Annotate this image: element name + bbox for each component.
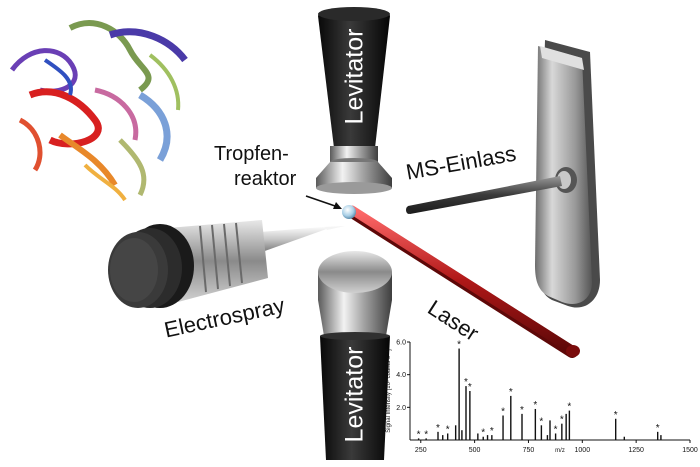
peak-star-marker: * — [533, 400, 537, 411]
x-tick-label: 500 — [469, 447, 481, 454]
peak-star-marker: * — [560, 415, 564, 426]
protein-structure-image — [12, 23, 185, 200]
peak-star-marker: * — [520, 405, 524, 416]
ms-inlet-plate — [535, 40, 600, 308]
peak-star-marker: * — [468, 382, 472, 393]
peak-star-marker: * — [656, 423, 660, 434]
y-tick-label: 2.0 — [396, 405, 406, 412]
x-axis-label: m/z — [555, 448, 565, 454]
peak-star-marker: * — [501, 407, 505, 418]
levitator-bottom-label: Levitator — [341, 340, 370, 450]
peak-star-marker: * — [417, 429, 421, 440]
peak-star-marker: * — [446, 424, 450, 435]
peak-star-marker: * — [436, 423, 440, 434]
peak-star-marker: * — [554, 424, 558, 435]
tropfenreaktor-label: Tropfen- reaktor — [214, 142, 296, 192]
tropfenreaktor-line1: Tropfen- — [214, 142, 296, 167]
x-tick-label: 1000 — [575, 447, 591, 454]
levitator-top-label: Levitator — [341, 22, 370, 132]
droplet — [342, 205, 356, 219]
x-tick-label: 1250 — [628, 447, 644, 454]
peak-star-marker: * — [424, 429, 428, 440]
x-tick-label: 750 — [523, 447, 535, 454]
tropfenreaktor-line2: reaktor — [214, 167, 296, 192]
peak-star-marker: * — [567, 402, 571, 413]
droplet-arrow — [306, 196, 342, 209]
x-tick-label: 250 — [415, 447, 427, 454]
peak-star-marker: * — [490, 426, 494, 437]
electrospray-source — [108, 220, 345, 308]
mass-spectrum-chart: 250 500 750 1000 1250 1500 2.0 4.0 6.0 m/z Signal … — [386, 340, 698, 455]
peak-star-marker: * — [481, 428, 485, 439]
peak-star-marker: * — [539, 416, 543, 427]
y-tick-label: 6.0 — [396, 340, 406, 347]
peak-star-marker: * — [614, 410, 618, 421]
y-axis-label: Signal Intensity [10³ counts s⁻¹] — [386, 349, 392, 433]
peak-star-marker: * — [509, 387, 513, 398]
x-tick-label: 1500 — [682, 447, 698, 454]
y-tick-label: 4.0 — [396, 372, 406, 379]
